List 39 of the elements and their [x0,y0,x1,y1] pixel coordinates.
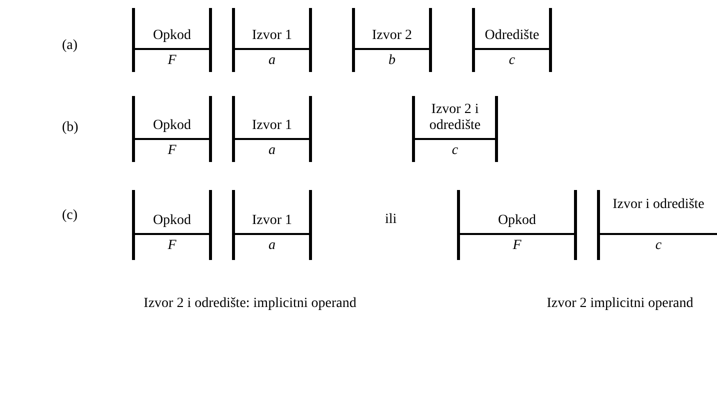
field-name: Izvor 2 [370,28,414,44]
field-name: Izvor i odredište [612,197,706,213]
row-label: (b) [62,120,78,136]
field-symbol: b [388,53,396,69]
field-symbol: a [268,143,276,159]
field-symbol: a [268,53,276,69]
field-symbol: F [166,53,178,69]
conjunction-text: ili [385,212,397,228]
instruction-field [232,190,312,260]
row-label: (c) [62,208,78,224]
field-symbol: a [268,238,276,254]
instruction-field [352,8,432,72]
note-text: Izvor 2 i odredište: implicitni operand [142,296,358,312]
instruction-field [232,8,312,72]
field-name: Izvor 1 [250,28,294,44]
instruction-field [132,190,212,260]
instruction-field [412,96,498,162]
field-name: Opkod [152,28,192,44]
field-name: Izvor 1 [250,118,294,134]
field-name: Opkod [152,118,192,134]
field-symbol: F [166,238,178,254]
instruction-field [597,190,717,260]
field-symbol: F [166,143,178,159]
instruction-field [132,96,212,162]
field-name: Opkod [496,213,538,229]
instruction-field [457,190,577,260]
field-name: Opkod [152,213,192,229]
field-name: Izvor 1 [250,213,294,229]
field-name: Odredište [484,28,540,44]
instruction-field [472,8,552,72]
field-symbol: F [512,238,522,254]
note-text: Izvor 2 implicitni operand [546,296,694,312]
field-symbol: c [508,53,516,69]
field-symbol: c [654,238,663,254]
field-name: Izvor 2 i odredište [428,102,482,134]
field-symbol: c [450,143,460,159]
instruction-field [232,96,312,162]
row-label: (a) [62,38,78,54]
instruction-field [132,8,212,72]
